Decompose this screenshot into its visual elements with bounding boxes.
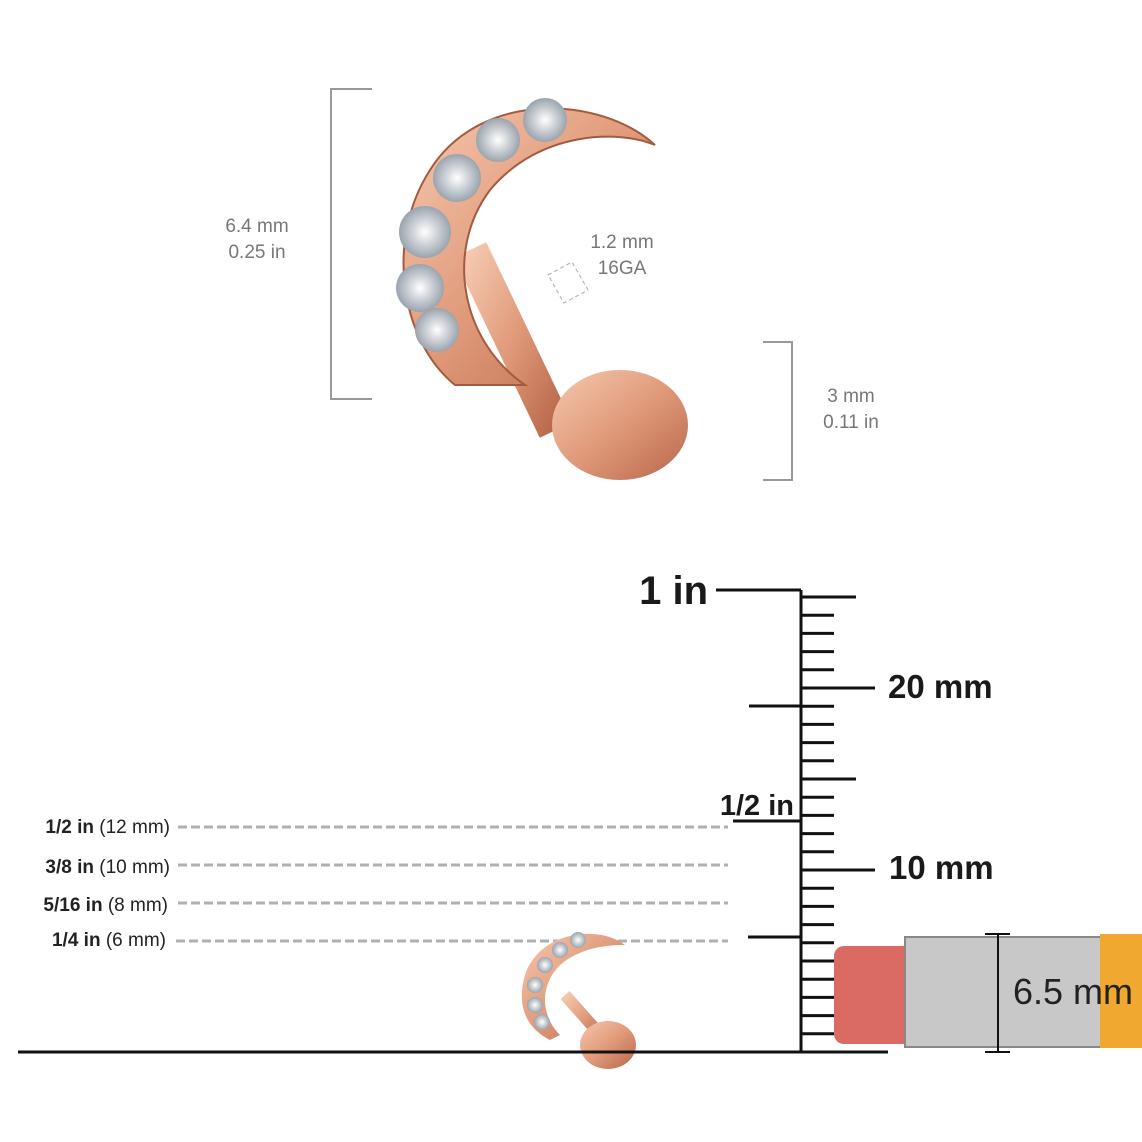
pencil-label: 6.5 mm: [1013, 971, 1133, 1012]
gauge-mm: 1.2 mm: [590, 232, 653, 253]
post: [453, 242, 573, 438]
height-in: 0.25 in: [228, 242, 285, 263]
label-20-mm: 20 mm: [888, 668, 993, 705]
label-1-in: 1 in: [639, 569, 708, 613]
disc-mm: 3 mm: [827, 386, 875, 407]
label-10-mm: 10 mm: [889, 849, 994, 886]
reference-lines: [176, 825, 728, 943]
product-image-small: [521, 932, 636, 1069]
disc-back: [552, 370, 688, 480]
disc-bracket: [763, 341, 793, 481]
ref-label-3: 5/16 in (8 mm): [43, 895, 168, 916]
height-mm: 6.4 mm: [225, 216, 288, 237]
gauge-ga: 16GA: [598, 258, 647, 279]
height-bracket: [330, 88, 372, 400]
gauge-marker: [547, 261, 589, 304]
ref-label-1: 1/2 in (12 mm): [45, 817, 170, 838]
gems: [396, 98, 567, 352]
ruler: [18, 588, 888, 1054]
product-image-large: [396, 98, 688, 480]
disc-in: 0.11 in: [823, 412, 879, 433]
label-1-2-in: 1/2 in: [720, 790, 794, 822]
pencil-bracket: [985, 933, 1010, 1053]
pencil-image: [834, 934, 1142, 1048]
ref-label-4: 1/4 in (6 mm): [52, 930, 166, 951]
ref-label-2: 3/8 in (10 mm): [45, 857, 170, 878]
